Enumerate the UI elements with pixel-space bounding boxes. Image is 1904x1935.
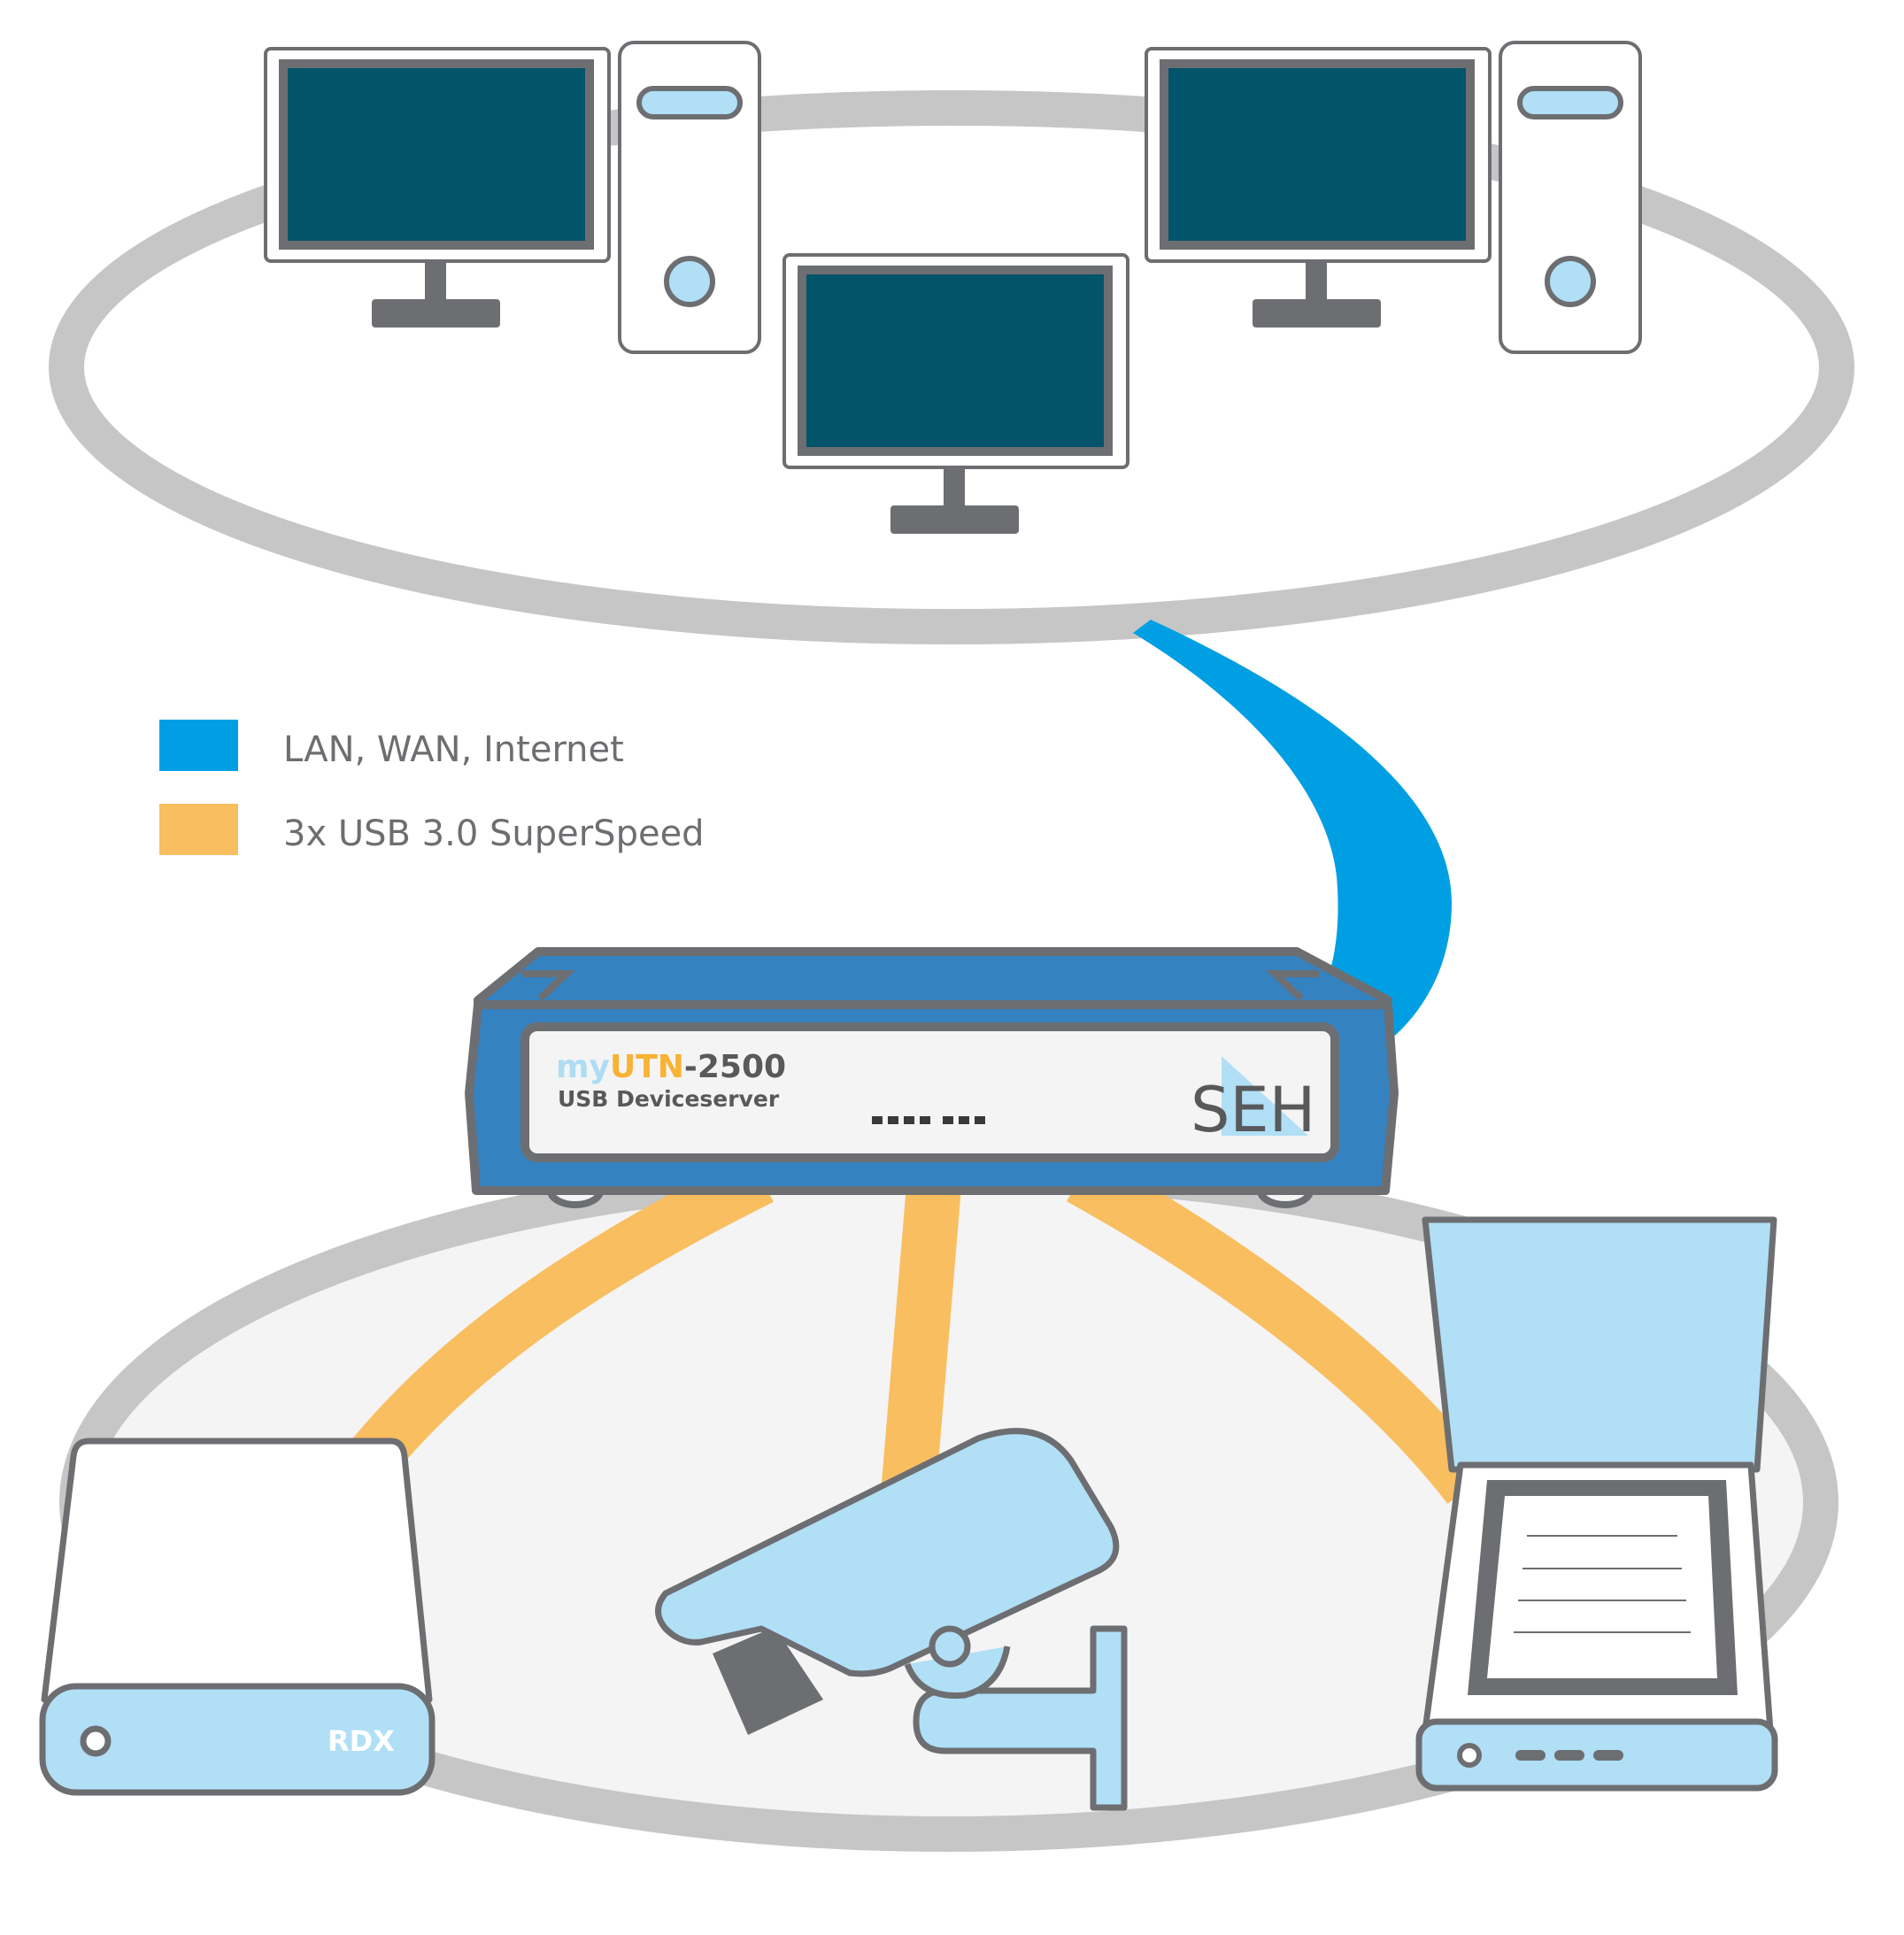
computer-middle bbox=[782, 253, 1129, 534]
server-brand: myUTN-2500 bbox=[556, 1049, 786, 1085]
monitor-foot bbox=[1253, 299, 1381, 328]
brand-model: -2500 bbox=[684, 1049, 786, 1085]
monitor-screen bbox=[798, 266, 1113, 456]
server-front-panel bbox=[520, 1022, 1339, 1162]
tower-power-button bbox=[664, 256, 715, 307]
legend-label-usb: 3x USB 3.0 SuperSpeed bbox=[283, 813, 705, 854]
monitor-neck bbox=[1306, 261, 1327, 301]
monitor-screen bbox=[279, 59, 594, 250]
usb-cable-camera bbox=[880, 1183, 961, 1507]
monitor-neck bbox=[425, 261, 446, 301]
usb-deviceserver: myUTN-2500 USB Deviceserver SEH bbox=[465, 947, 1399, 1208]
usb-cable-drive bbox=[341, 1153, 774, 1487]
tower bbox=[1499, 41, 1642, 354]
scanner-icon bbox=[1415, 1216, 1778, 1792]
computer-right bbox=[1145, 41, 1642, 354]
lan-cable bbox=[1133, 620, 1452, 1040]
camera-pivot bbox=[904, 1646, 1011, 1700]
tower-drive-slot bbox=[636, 86, 743, 119]
rdx-drive-label: RDX bbox=[328, 1724, 395, 1758]
monitor-screen bbox=[1160, 59, 1475, 250]
server-subtitle: USB Deviceserver bbox=[558, 1086, 780, 1112]
tower-power-button bbox=[1545, 256, 1596, 307]
camera-body bbox=[655, 1428, 1120, 1677]
seh-logo: SEH bbox=[1191, 1074, 1315, 1146]
server-status-leds bbox=[872, 1116, 985, 1124]
scanner-document bbox=[1487, 1496, 1717, 1678]
legend: LAN, WAN, Internet 3x USB 3.0 SuperSpeed bbox=[159, 720, 705, 855]
rdx-drive-icon: RDX bbox=[39, 1438, 436, 1796]
rdx-drive-base bbox=[39, 1683, 436, 1796]
camera-pivot-screw bbox=[929, 1625, 971, 1668]
legend-swatch-usb bbox=[159, 804, 238, 855]
scanner-power-led bbox=[1457, 1743, 1482, 1768]
tower bbox=[618, 41, 761, 354]
legend-label-lan: LAN, WAN, Internet bbox=[283, 729, 624, 770]
computer-left bbox=[264, 41, 761, 354]
monitor-foot bbox=[890, 505, 1019, 534]
seh-logo-triangle-icon bbox=[1222, 1056, 1308, 1136]
rdx-drive-top bbox=[41, 1438, 433, 1703]
legend-swatch-lan bbox=[159, 720, 238, 771]
server-top-edge-right bbox=[1265, 970, 1319, 1001]
usb-cable-scanner bbox=[1066, 1153, 1492, 1504]
tower-drive-slot bbox=[1517, 86, 1623, 119]
server-top-edge-left bbox=[522, 970, 576, 1001]
camera-lens-hood bbox=[713, 1627, 823, 1735]
rdx-drive-led bbox=[80, 1725, 112, 1757]
monitor-foot bbox=[372, 299, 500, 328]
document-lines bbox=[1514, 1535, 1691, 1633]
brand-my: my bbox=[556, 1049, 610, 1085]
security-camera-icon bbox=[655, 1428, 1128, 1811]
monitor-neck bbox=[944, 467, 965, 507]
scanner-lid bbox=[1422, 1216, 1777, 1473]
usb-cables bbox=[341, 1153, 1492, 1507]
brand-utn: UTN bbox=[610, 1049, 684, 1085]
